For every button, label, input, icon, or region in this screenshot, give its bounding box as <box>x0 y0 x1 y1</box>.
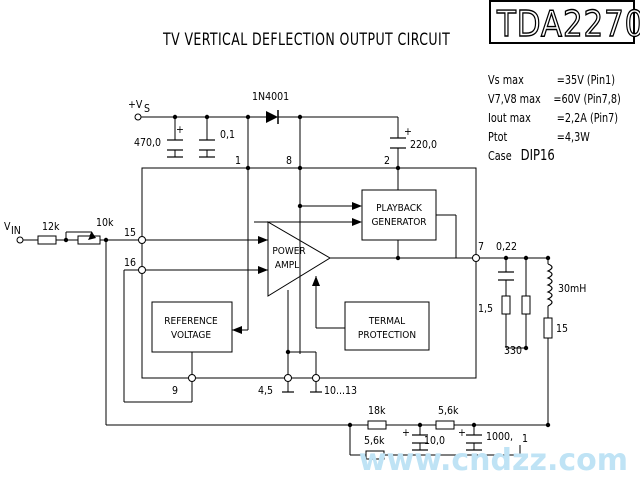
inductor-30mh <box>546 263 553 307</box>
chip-name: TDA2270 <box>496 3 640 45</box>
spec-list: Vs max =35V (Pin1) V7,V8 max =60V (Pin7,8)… <box>488 70 621 165</box>
inductor-label: 30mH <box>558 283 586 295</box>
pin-8-label: 8 <box>286 155 292 167</box>
potentiometer-10k <box>77 235 101 245</box>
diode-1n4001 <box>260 110 286 124</box>
spec-row: V7,V8 max =60V (Pin7,8) <box>488 89 621 108</box>
resistor-330 <box>521 295 531 315</box>
junction-dots <box>16 113 551 428</box>
spec-row: Iout max =2,2A (Pin7) <box>488 108 621 127</box>
resistor-12k <box>37 235 57 245</box>
reference-label-1: REFERENCE <box>164 316 218 327</box>
resistor-330-label: 330 <box>504 345 522 357</box>
cap-0-22-label: 0,22 <box>496 241 517 253</box>
capacitors <box>89 137 553 451</box>
plus-sign: + <box>176 124 184 136</box>
plus-sign: + <box>402 427 410 439</box>
power-amp-label-1: POWER <box>272 246 305 257</box>
pin-7-label: 7 <box>478 241 484 253</box>
resistor-1-5 <box>501 295 511 315</box>
plus-sign: + <box>458 427 466 439</box>
pin-4-5-label: 4,5 <box>258 385 273 397</box>
cap-220-label: 220,0 <box>410 139 437 151</box>
diode-label: 1N4001 <box>252 91 289 103</box>
power-amp-label-2: AMPL <box>275 260 299 271</box>
cap-1000-label: 1000, <box>486 431 513 443</box>
spec-key: Iout max <box>488 110 531 125</box>
playback-label-2: GENERATOR <box>371 217 426 228</box>
resistor-5-6k-bottom-label: 5,6k <box>364 435 385 447</box>
spec-row: Vs max =35V (Pin1) <box>488 70 621 89</box>
page-title: TV VERTICAL DEFLECTION OUTPUT CIRCUIT <box>163 30 451 50</box>
resistor-15 <box>543 317 553 339</box>
vs-subscript: S <box>144 103 150 115</box>
spec-key: Ptot <box>488 129 508 144</box>
resistor-5-6k-top-label: 5,6k <box>438 405 459 417</box>
vs-label: +V <box>128 99 143 111</box>
playback-label-1: PLAYBACK <box>376 203 423 214</box>
thermal-label-1: TERMAL <box>368 316 405 327</box>
cap-10-label: 10,0 <box>424 435 445 447</box>
watermark: www.cndzz.com <box>358 443 628 478</box>
cap-0-1-label: 0,1 <box>220 129 235 141</box>
pin-1-label: 1 <box>235 155 241 167</box>
reference-label-2: VOLTAGE <box>171 330 211 341</box>
spec-value: =2,2A (Pin7) <box>556 110 619 125</box>
resistor-5-6k-top <box>435 420 455 430</box>
spec-row: Ptot =4,3W <box>488 127 621 146</box>
spec-value: DIP16 <box>520 146 555 164</box>
pin-10-13-label: 10...13 <box>324 385 357 397</box>
vin-subscript: IN <box>11 225 21 237</box>
spec-row: Case DIP16 <box>488 146 621 165</box>
resistor-18k-label: 18k <box>368 405 386 417</box>
resistor-15-label: 15 <box>556 323 568 335</box>
pin-9-label: 9 <box>172 385 178 397</box>
spec-key: V7,V8 max <box>488 91 541 106</box>
spec-value: =4,3W <box>556 129 590 144</box>
signal-arrows <box>88 202 362 334</box>
spec-value: =60V (Pin7,8) <box>553 91 621 106</box>
label-one: 1 <box>522 433 528 445</box>
spec-key: Vs max <box>488 72 524 87</box>
pin-2-label: 2 <box>384 155 390 167</box>
resistor-5-6k-bottom <box>365 450 385 460</box>
chip-name-box: TDA2270 <box>489 0 640 46</box>
pin-16-label: 16 <box>124 257 136 269</box>
pin-15-label: 15 <box>124 227 136 239</box>
resistor-1-5-label: 1,5 <box>478 303 493 315</box>
spec-key: Case <box>488 148 512 163</box>
thermal-label-2: PROTECTION <box>358 330 416 341</box>
vin-label: V <box>4 221 11 233</box>
plus-sign: + <box>404 126 412 138</box>
spec-value: =35V (Pin1) <box>556 72 616 87</box>
cap-470-label: 470,0 <box>134 137 161 149</box>
resistor-18k <box>367 420 387 430</box>
pot-10k-label: 10k <box>96 217 114 229</box>
components <box>37 235 553 460</box>
wires <box>20 116 549 456</box>
resistor-12k-label: 12k <box>42 221 60 233</box>
